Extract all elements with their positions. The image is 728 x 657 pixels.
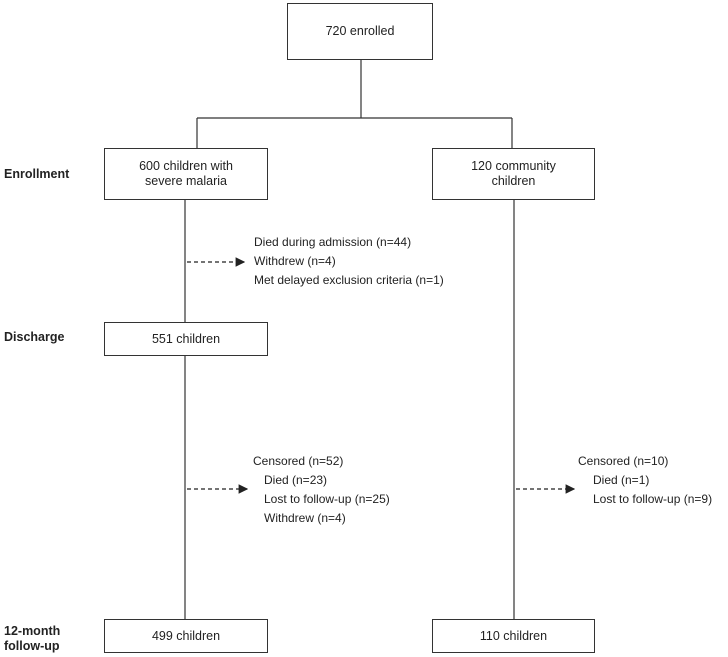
- malaria-censored-list: Censored (n=52) Died (n=23) Lost to foll…: [253, 452, 390, 528]
- malaria-censored-died: Died (n=23): [264, 473, 328, 487]
- malaria-censored-lost: Lost to follow-up (n=25): [264, 492, 390, 506]
- community-box-label: 120 community children: [471, 159, 556, 188]
- followup-community-box-label: 110 children: [479, 628, 548, 643]
- community-box: 120 community children: [432, 148, 595, 200]
- admission-exclusions-list: Died during admission (n=44) Withdrew (n…: [254, 233, 444, 290]
- community-censored-list: Censored (n=10) Died (n=1) Lost to follo…: [578, 452, 712, 509]
- exclusion-delayed-criteria: Met delayed exclusion criteria (n=1): [254, 273, 444, 287]
- followup-malaria-box: 499 children: [104, 619, 268, 653]
- community-censored-died: Died (n=1): [593, 473, 650, 487]
- stage-label-followup: 12-month follow-up: [4, 624, 61, 653]
- exclusion-withdrew: Withdrew (n=4): [254, 254, 336, 268]
- enrolled-box-label: 720 enrolled: [325, 24, 395, 38]
- malaria-censored-header: Censored (n=52): [253, 454, 344, 468]
- exclusion-died: Died during admission (n=44): [254, 235, 412, 249]
- discharge-box-label: 551 children: [151, 331, 221, 346]
- community-censored-header: Censored (n=10): [578, 454, 669, 468]
- enrolled-box: 720 enrolled: [287, 3, 433, 60]
- discharge-box: 551 children: [104, 322, 268, 356]
- community-censored-lost: Lost to follow-up (n=9): [593, 492, 713, 506]
- malaria-censored-withdrew: Withdrew (n=4): [264, 511, 346, 525]
- severe-malaria-box-label: 600 children with severe malaria: [139, 159, 233, 188]
- followup-malaria-box-label: 499 children: [151, 628, 221, 643]
- followup-community-box: 110 children: [432, 619, 595, 653]
- stage-label-enrollment: Enrollment: [4, 167, 70, 181]
- stage-label-discharge: Discharge: [4, 330, 65, 344]
- severe-malaria-box: 600 children with severe malaria: [104, 148, 268, 200]
